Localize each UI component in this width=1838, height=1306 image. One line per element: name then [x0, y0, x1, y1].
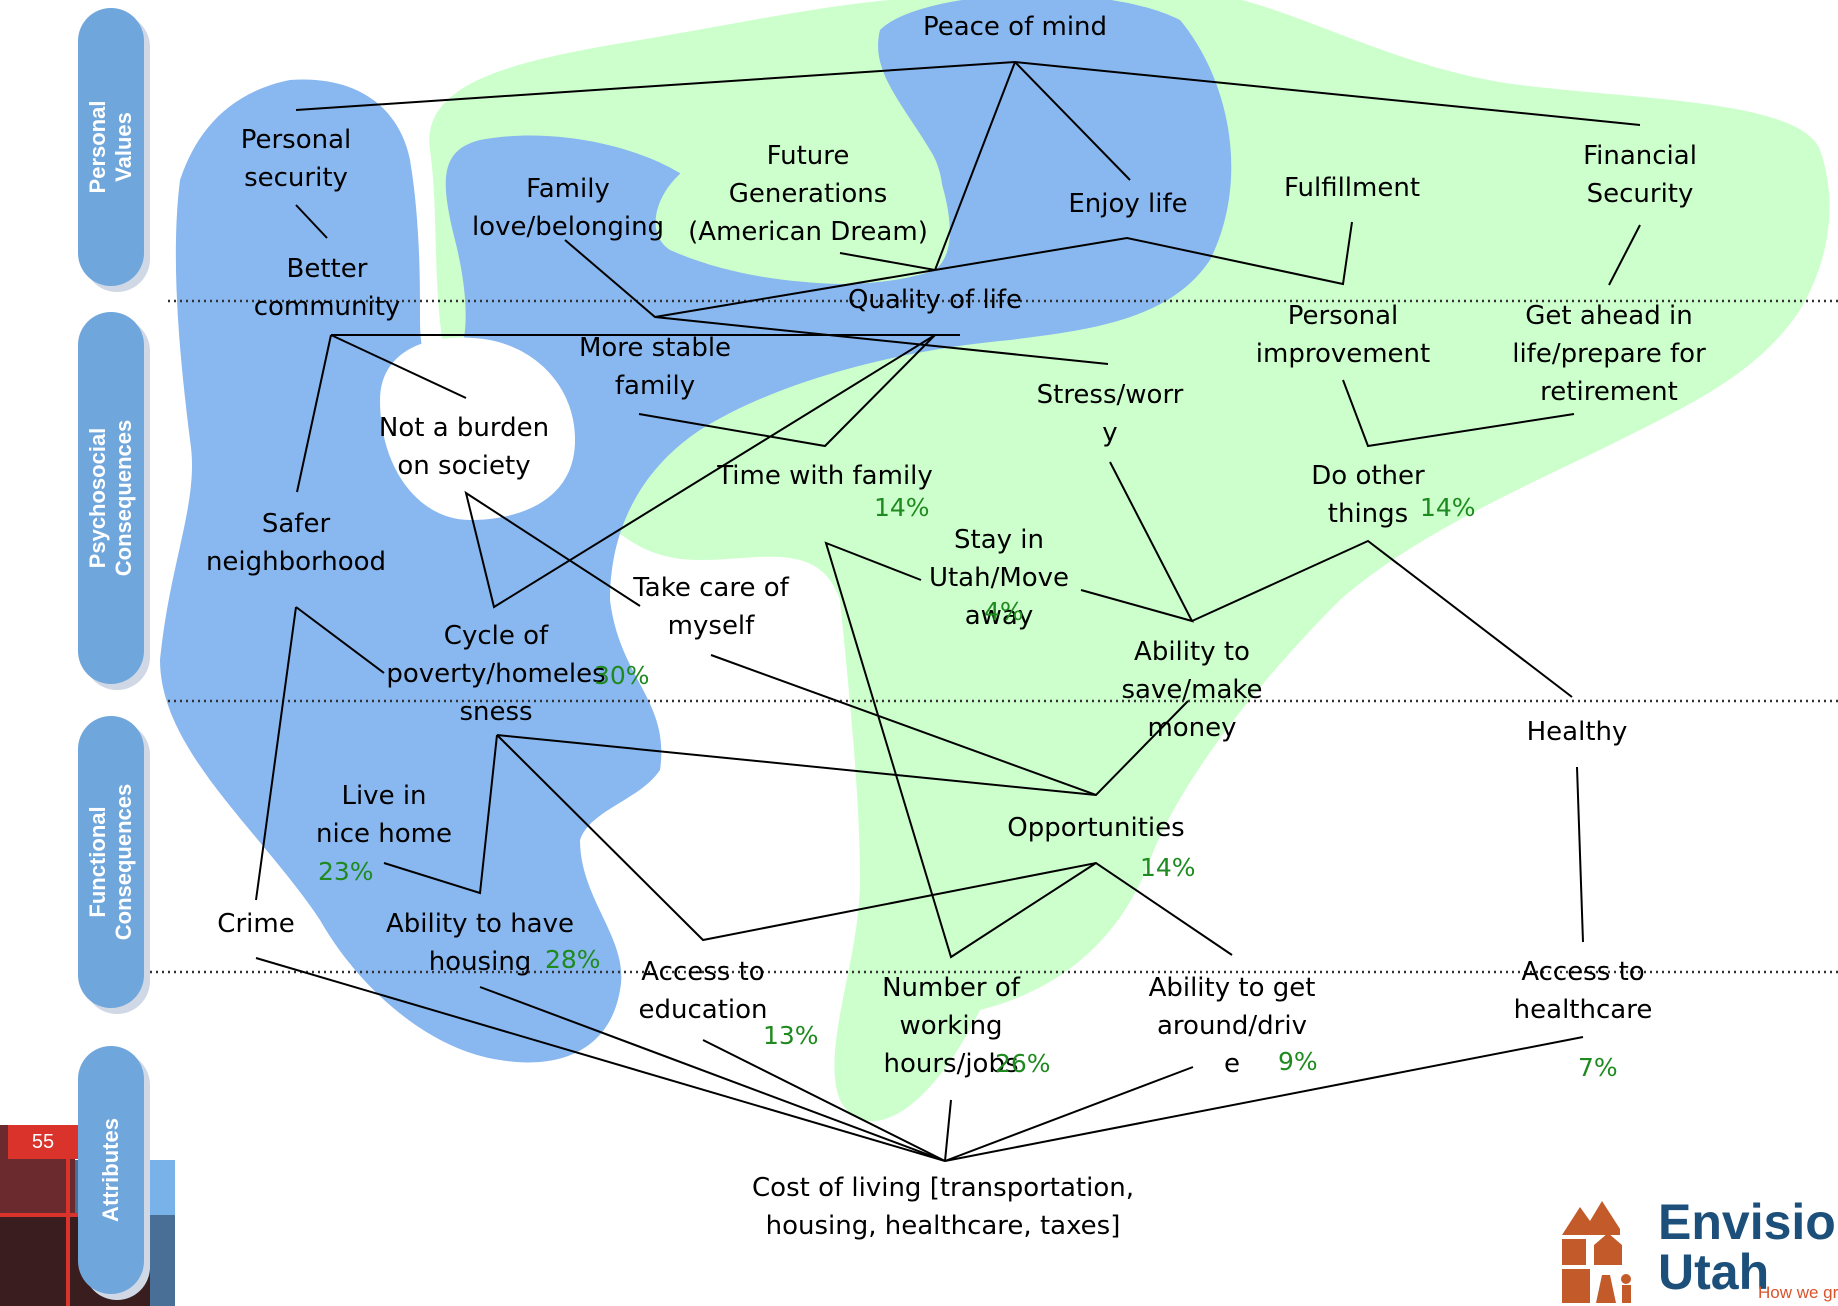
percent-access-to-education: 13% — [763, 1021, 819, 1050]
tab-attributes: Attributes — [78, 1046, 144, 1294]
percent-ability-to-have-housing: 28% — [545, 945, 601, 974]
node-personal-security: Personal security — [240, 125, 352, 193]
node-better-community: Better community — [253, 254, 401, 322]
node-ability-to-get-around: Ability to get around/driv e — [1148, 973, 1316, 1079]
level-label-attributes: Attributes — [98, 1118, 123, 1222]
level-label-personal-values: Personal Values — [85, 100, 136, 194]
tab-personal-values: Personal Values — [78, 8, 144, 286]
node-safer-neighborhood: Safer neighborhood — [205, 509, 387, 577]
logo-name-line1: Envision — [1658, 1194, 1838, 1250]
node-crime: Crime — [217, 909, 295, 939]
node-access-to-education: Access to education — [638, 957, 768, 1025]
node-more-stable-family: More stable family — [578, 333, 732, 401]
percent-access-to-healthcare: 7% — [1578, 1053, 1618, 1082]
logo-name-line2: Utah — [1658, 1244, 1770, 1300]
percent-cycle-of-poverty: 30% — [594, 661, 650, 690]
node-enjoy-life: Enjoy life — [1068, 189, 1188, 219]
node-personal-improvement: Personal improvement — [1255, 301, 1431, 369]
node-stress-worry: Stress/worr y — [1036, 380, 1184, 448]
node-cycle-of-poverty: Cycle of poverty/homeles sness — [386, 621, 606, 727]
white-region-upper — [655, 131, 944, 284]
percent-do-other-things: 14% — [1420, 493, 1476, 522]
tab-psychosocial: Psychosocial Consequences — [78, 312, 144, 684]
page-number: 55 — [8, 1125, 78, 1159]
node-cost-of-living: Cost of living [transportation, housing,… — [752, 1173, 1134, 1241]
node-live-in-nice-home: Live in nice home — [316, 781, 452, 849]
node-access-to-healthcare: Access to healthcare — [1513, 957, 1653, 1025]
node-take-care: Take care of myself — [633, 573, 789, 641]
percent-stay-in-utah: 4% — [984, 597, 1024, 626]
tab-functional: Functional Consequences — [78, 716, 144, 1008]
percent-number-of-working-hours: 26% — [995, 1049, 1051, 1078]
node-peace-of-mind: Peace of mind — [922, 12, 1108, 42]
node-number-of-working-hours: Number of working hours/jobs — [882, 973, 1020, 1079]
level-label-functional: Functional Consequences — [85, 783, 136, 941]
connector-lines — [255, 60, 1641, 1162]
white-region — [380, 337, 575, 520]
level-label-psychosocial: Psychosocial Consequences — [85, 419, 136, 577]
node-opportunities: Opportunities — [1007, 813, 1185, 843]
node-not-a-burden: Not a burden on society — [378, 413, 550, 481]
node-future-generations: Future Generations (American Dream) — [688, 141, 928, 247]
node-get-ahead: Get ahead in life/prepare for retirement — [1512, 301, 1706, 407]
node-ability-to-save: Ability to save/make money — [1121, 637, 1263, 743]
percent-opportunities: 14% — [1140, 853, 1196, 882]
node-fulfillment: Fulfillment — [1283, 173, 1421, 203]
percent-time-with-family: 14% — [874, 493, 930, 522]
logo-emblem-icon — [1562, 1201, 1631, 1303]
node-stay-in-utah: Stay in Utah/Move away — [928, 525, 1070, 631]
node-family-love: Family love/belonging — [471, 174, 665, 242]
node-financial-security: Financial Security — [1583, 141, 1697, 209]
envision-utah-logo: Envision Utah How we gr — [1560, 1195, 1838, 1306]
node-time-with-family: Time with family — [717, 461, 933, 491]
node-ability-to-have-housing: Ability to have housing — [386, 909, 574, 977]
node-quality-of-life: Quality of life — [847, 285, 1023, 315]
percent-live-in-nice-home: 23% — [318, 857, 374, 886]
node-healthy: Healthy — [1526, 717, 1628, 747]
percent-ability-to-get-around: 9% — [1278, 1047, 1318, 1076]
node-do-other-things: Do other things — [1311, 461, 1425, 529]
logo-tagline: How we gr — [1758, 1283, 1838, 1302]
